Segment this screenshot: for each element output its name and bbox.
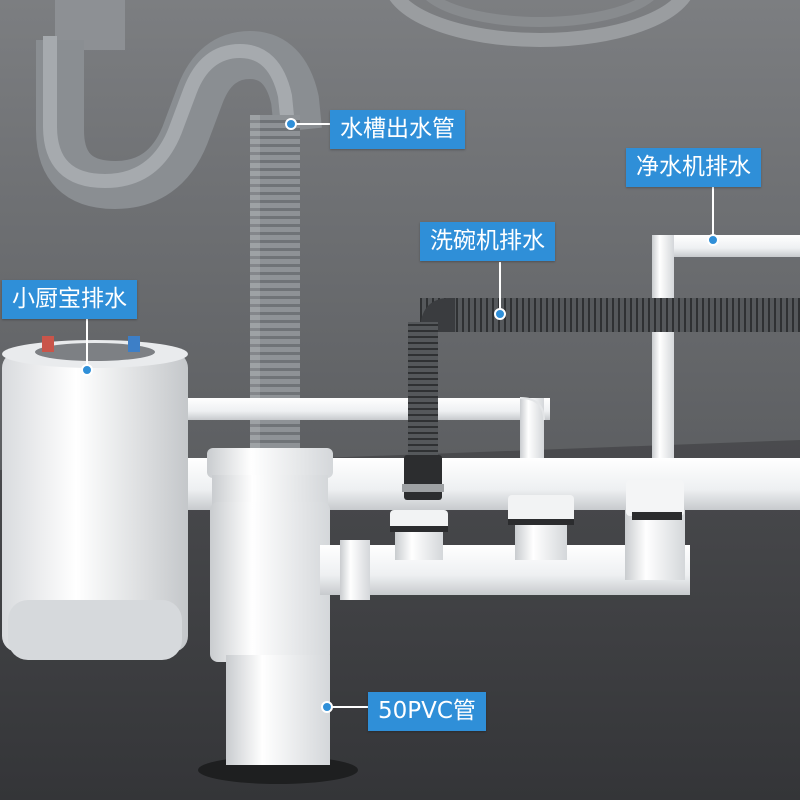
label-purifier-drain: 净水机排水 [626,148,761,187]
floor [0,440,800,800]
label-dishwasher-drain: 洗碗机排水 [420,222,555,261]
main-drain-body [198,448,358,784]
callout-pointers [81,118,719,713]
label-pvc-pipe: 50PVC管 [368,692,486,731]
drain-manifold [320,480,690,600]
label-water-heater-drain: 小厨宝排水 [2,280,137,319]
coiled-hose [389,0,691,47]
dishwasher-drain-hose [420,298,800,332]
water-heater [2,336,188,660]
label-sink-outlet: 水槽出水管 [330,110,465,149]
heater-drain-line [180,398,550,420]
sink-s-trap [36,0,322,210]
purifier-drain-line [652,235,800,257]
